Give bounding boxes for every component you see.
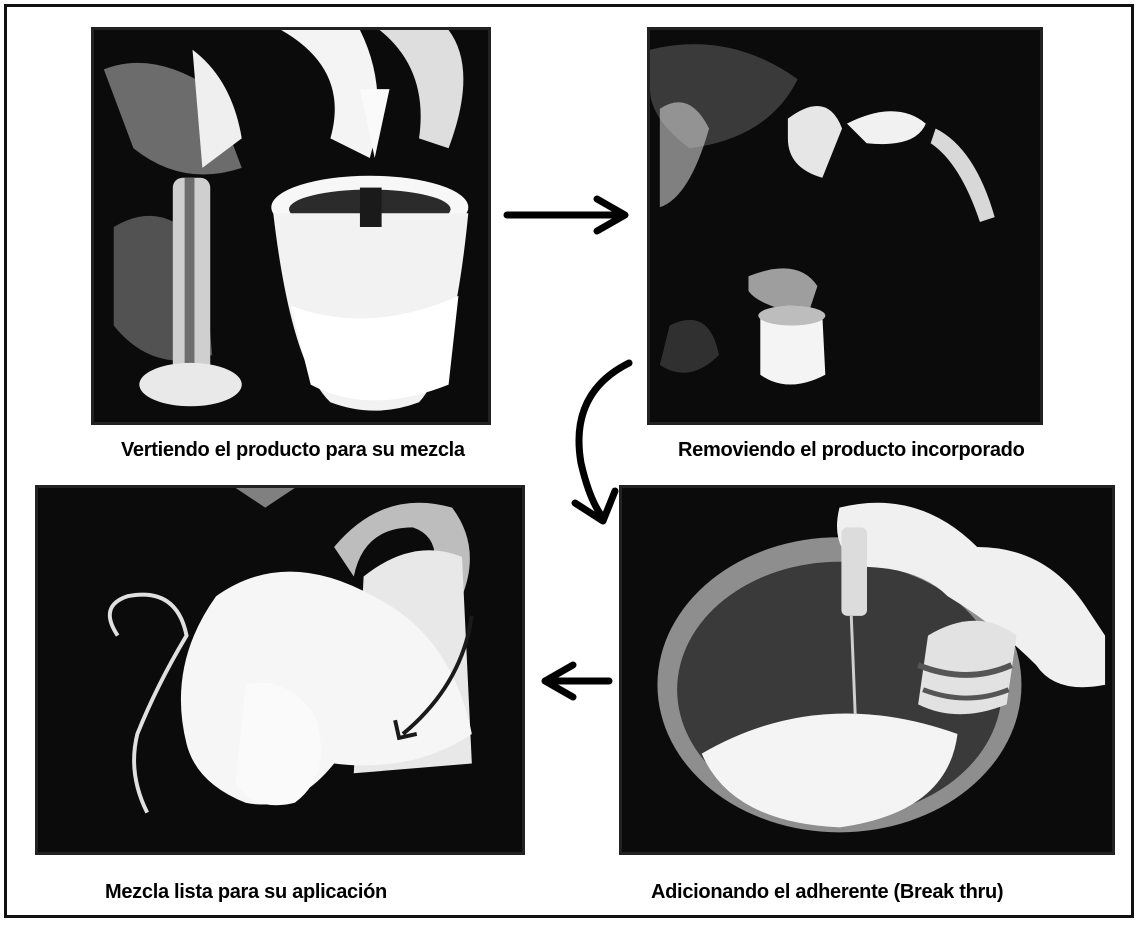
adding-adherent-illustration <box>622 488 1112 852</box>
photo-stirring-product <box>647 27 1043 425</box>
stirring-illustration <box>650 30 1040 422</box>
caption-step1: Vertiendo el producto para su mezcla <box>121 439 465 462</box>
photo-pouring-product <box>91 27 491 425</box>
arrow-right-icon <box>503 195 635 235</box>
mixture-ready-illustration <box>38 488 522 852</box>
arrow-left-icon <box>537 661 613 701</box>
caption-step4: Mezcla lista para su aplicación <box>105 881 387 904</box>
photo-adding-adherent <box>619 485 1115 855</box>
caption-step3: Adicionando el adherente (Break thru) <box>651 881 1003 904</box>
figure-frame: Vertiendo el producto para su mezcla Rem… <box>4 4 1134 918</box>
photo-mixture-ready <box>35 485 525 855</box>
caption-step2: Removiendo el producto incorporado <box>678 439 1025 462</box>
pouring-illustration <box>94 30 488 422</box>
